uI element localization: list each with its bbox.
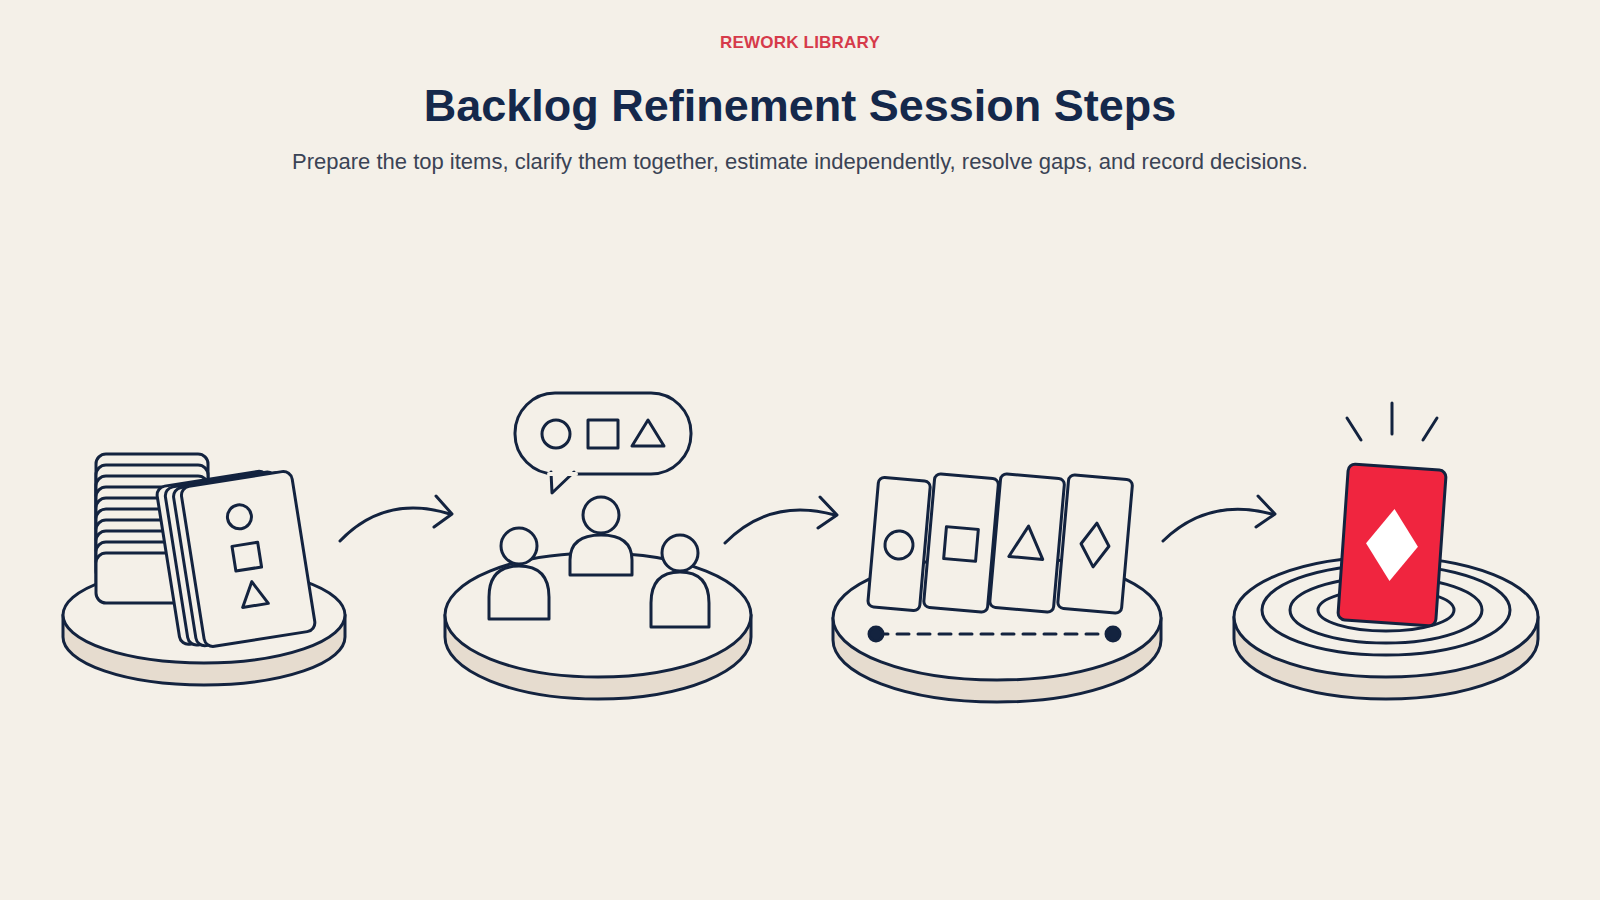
card <box>1057 474 1132 613</box>
estimate-card <box>868 477 931 611</box>
kicker-label: REWORK LIBRARY <box>720 33 880 53</box>
person-body <box>570 535 632 575</box>
speech-tail-mask <box>549 472 576 476</box>
top-card-stack <box>156 466 316 651</box>
card <box>923 473 998 612</box>
triangle-symbol <box>1009 525 1046 560</box>
range-dot <box>1106 627 1120 641</box>
diamond-symbol <box>1079 522 1111 568</box>
range-line <box>876 633 1113 636</box>
card <box>1338 464 1447 626</box>
range-dot <box>869 627 883 641</box>
person-head <box>501 528 537 564</box>
person-head <box>583 497 619 533</box>
square-symbol <box>944 527 979 562</box>
triangle-symbol <box>239 580 268 608</box>
triangle-symbol <box>632 420 664 446</box>
highlight-ray <box>1391 403 1394 434</box>
diamond-symbol <box>1364 507 1421 582</box>
person-head <box>662 535 698 571</box>
arrow-head <box>818 497 837 528</box>
circle-symbol <box>226 503 253 530</box>
speech-bubble <box>515 393 691 474</box>
estimate-card <box>989 473 1064 612</box>
decision-card <box>1338 464 1447 626</box>
circle-symbol <box>884 530 914 560</box>
highlight-ray <box>1423 418 1437 440</box>
step-arrow <box>1163 509 1272 541</box>
person-body <box>651 572 709 627</box>
step-arrow <box>340 508 450 541</box>
card <box>989 473 1064 612</box>
square-symbol <box>232 542 262 571</box>
estimate-card <box>1057 474 1132 613</box>
estimate-card <box>923 473 998 612</box>
illustration-group <box>63 393 1538 702</box>
highlight-ray <box>1347 418 1361 440</box>
page-title: Backlog Refinement Session Steps <box>424 80 1177 132</box>
circle-symbol <box>542 420 570 448</box>
card <box>868 477 931 611</box>
card <box>180 470 316 648</box>
arrow-head <box>1256 496 1275 527</box>
arrow-head <box>434 496 452 527</box>
person-body <box>489 566 549 619</box>
page-caption: Prepare the top items, clarify them toge… <box>275 146 1325 177</box>
square-symbol <box>588 420 618 448</box>
